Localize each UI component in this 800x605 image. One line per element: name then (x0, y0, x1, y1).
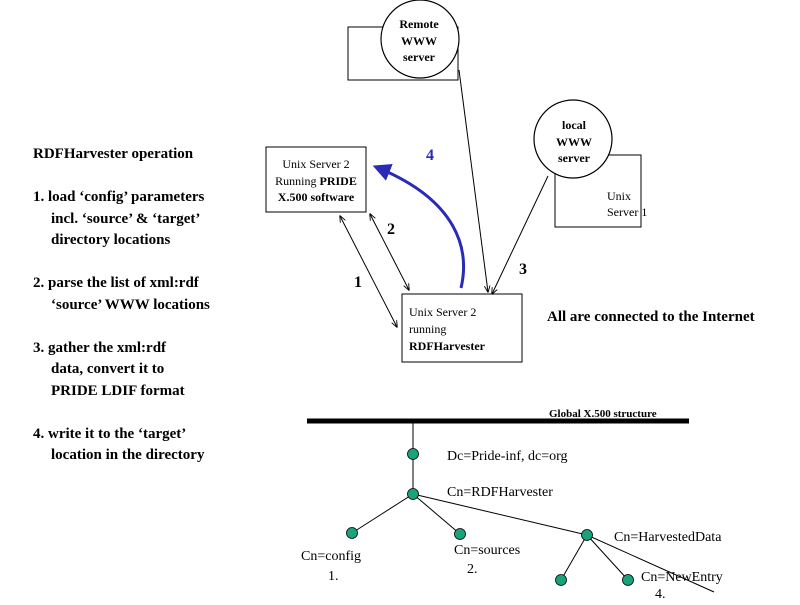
local-www-server: Unix Server 1 local WWW server (533, 99, 647, 228)
pride-server-label-1: Unix Server 2 (282, 157, 349, 171)
local-server-label-1: local (562, 118, 587, 132)
label-new-entry: Cn=NewEntry (641, 570, 723, 585)
step-1-line-2: incl. ‘source’ & ‘target’ (51, 210, 201, 227)
edge-cn-sources (412, 493, 461, 535)
step-4-line-2: location in the directory (51, 447, 205, 463)
internet-note: All are connected to the Internet (547, 309, 755, 325)
arrow-remote (458, 69, 488, 292)
step-4-line-1: 4. write it to the ‘target’ (33, 425, 187, 442)
arrow-2 (370, 214, 409, 290)
step-3-line-1: 3. gather the xml:rdf (33, 339, 167, 356)
remote-server-label-3: server (403, 50, 436, 64)
node-cn-root (407, 488, 419, 500)
remote-www-server: Remote WWW server (347, 0, 460, 81)
arrow-1 (340, 216, 397, 327)
edge-harvested-left (560, 534, 588, 581)
step-2-line-1: 2. parse the list of xml:rdf (33, 275, 199, 291)
step-1-line-1: 1. load ‘config’ parameters (33, 189, 205, 205)
node-harvested (581, 529, 593, 541)
local-server-label-2: WWW (556, 135, 592, 149)
harvester-server-label-1: Unix Server 2 (409, 305, 476, 319)
remote-server-circle (380, 0, 460, 79)
pride-server-box (265, 146, 367, 213)
pride-server-label-3: X.500 software (278, 190, 355, 204)
harvester-server-box (401, 293, 523, 363)
tree-title: Global X.500 structure (549, 408, 657, 420)
unix-server-1-label-1: Unix (607, 189, 631, 203)
step-2-line-2: ‘source’ WWW locations (51, 296, 210, 313)
unix-server-1-label-2: Server 1 (607, 205, 647, 219)
node-sources (454, 528, 466, 540)
step-1-line-3: directory locations (51, 232, 171, 248)
label-sources: Cn=sources (454, 543, 520, 558)
node-harvested-child-1 (555, 574, 567, 586)
label-cn-root: Cn=RDFHarvester (447, 485, 553, 500)
label-harvested: Cn=HarvestedData (614, 530, 722, 545)
node-dc (407, 448, 419, 460)
harvester-server-label-3: RDFHarvester (409, 339, 486, 353)
node-config (346, 527, 358, 539)
step-3-line-2: data, convert it to (51, 361, 165, 377)
pride-server-label-2: Running PRIDE (275, 174, 357, 188)
local-server-circle (533, 99, 613, 179)
arrow-label-4: 4 (426, 147, 434, 164)
step-3-line-3: PRIDE LDIF format (51, 382, 185, 399)
label-config: Cn=config (301, 549, 361, 564)
edge-harvested-overshoot (586, 534, 715, 593)
arrow-3 (492, 175, 549, 294)
step-3: 3. gather the xml:rdf data, convert it t… (33, 338, 273, 403)
step-2: 2. parse the list of xml:rdf ‘source’ WW… (33, 273, 273, 316)
remote-server-label-1: Remote (399, 17, 439, 31)
arrow-label-2: 2 (387, 221, 395, 238)
edge-cn-config (351, 493, 414, 534)
arrow-label-3: 3 (519, 261, 527, 278)
label-dc: Dc=Pride-inf, dc=org (447, 449, 568, 464)
step-1: 1. load ‘config’ parameters incl. ‘sourc… (33, 187, 273, 252)
pride-server: Unix Server 2 Running PRIDE X.500 softwa… (265, 146, 367, 213)
step-4: 4. write it to the ‘target’ location in … (33, 424, 273, 467)
edge-cn-harvested (412, 493, 588, 536)
arrow-label-1: 1 (354, 274, 362, 291)
label-new-entry-num: 4. (655, 587, 666, 600)
edge-harvested-newentry (586, 534, 629, 581)
remote-server-label-2: WWW (401, 34, 437, 48)
arrow-4 (372, 164, 465, 289)
harvester-server-label-2: running (409, 322, 446, 336)
label-sources-num: 2. (467, 562, 478, 577)
operation-steps: RDFHarvester operation 1. load ‘config’ … (33, 144, 273, 488)
harvester-server: Unix Server 2 running RDFHarvester (401, 293, 523, 363)
local-server-label-3: server (558, 151, 591, 165)
label-config-num: 1. (328, 569, 339, 584)
x500-tree: Global X.500 structure Dc=Pride-inf, dc=… (301, 408, 723, 602)
operation-title: RDFHarvester operation (33, 146, 194, 162)
node-new-entry (622, 574, 634, 586)
